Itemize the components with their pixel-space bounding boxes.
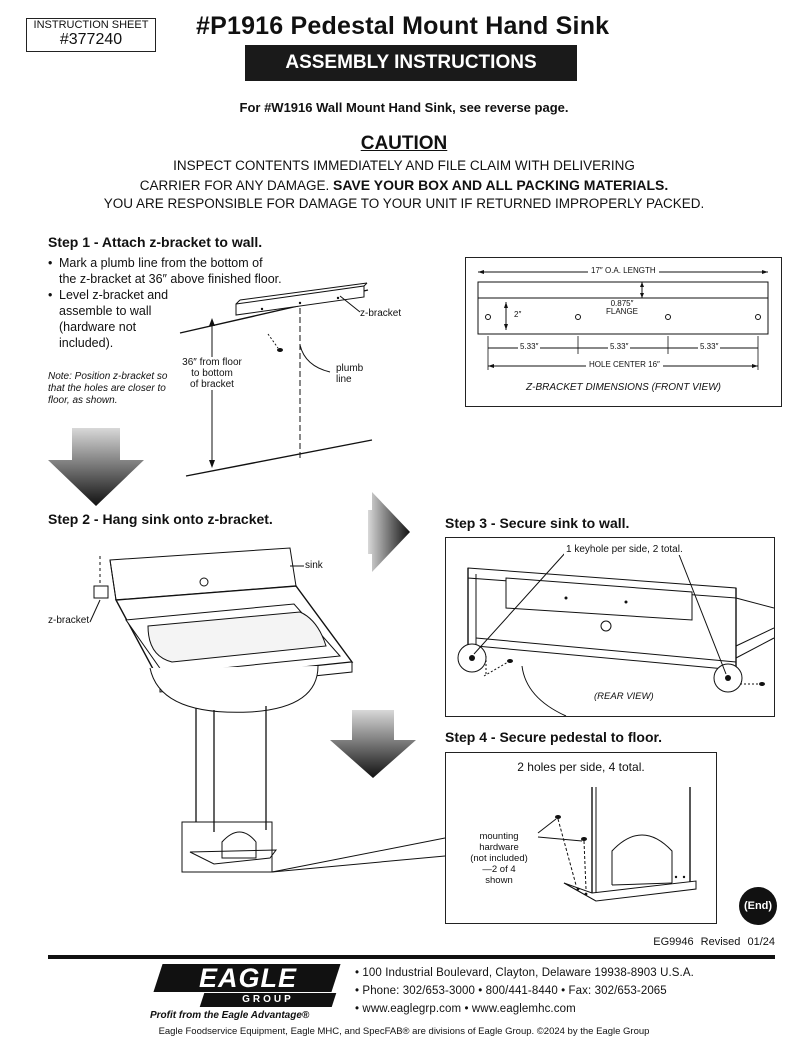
step4-hw-5: shown bbox=[485, 875, 513, 886]
arrow-down-2 bbox=[330, 710, 416, 778]
page-title: #P1916 Pedestal Mount Hand Sink bbox=[196, 12, 610, 40]
tagline: Profit from the Eagle Advantage® bbox=[150, 1010, 310, 1021]
reverse-page-note: For #W1916 Wall Mount Hand Sink, see rev… bbox=[239, 100, 569, 115]
logo-group: GROUP bbox=[242, 994, 294, 1005]
dim-seg-3: 5.33″ bbox=[698, 342, 721, 351]
dim-seg-2: 5.33″ bbox=[608, 342, 631, 351]
step1-plumb-label-2: line bbox=[336, 374, 352, 385]
step4-hardware-label: mounting hardware (not included) —2 of 4… bbox=[460, 831, 538, 886]
contact-web: • www.eaglegrp.com • www.eaglemhc.com bbox=[355, 1003, 576, 1015]
step4-hw-4: —2 of 4 bbox=[482, 864, 516, 875]
step4-hw-1: mounting bbox=[479, 831, 519, 842]
caution-line-2-bold: SAVE YOUR BOX AND ALL PACKING MATERIALS. bbox=[333, 177, 669, 193]
instruction-sheet-label: INSTRUCTION SHEET bbox=[33, 19, 149, 31]
dim-flange-1: 0.875″ bbox=[610, 299, 634, 308]
dim-flange-2: FLANGE bbox=[606, 307, 639, 316]
arrow-down-1 bbox=[48, 428, 144, 506]
step3-heading: Step 3 - Secure sink to wall. bbox=[445, 515, 630, 531]
step4-pedestal-drawing bbox=[537, 787, 697, 902]
dim-hole-center: HOLE CENTER 16″ bbox=[586, 360, 663, 369]
contact-phone: • Phone: 302/653-3000 • 800/441-8440 • F… bbox=[355, 985, 667, 997]
step4-detail-box: 2 holes per side, 4 total. mounting hard… bbox=[445, 752, 717, 924]
dim-seg-1: 5.33″ bbox=[518, 342, 541, 351]
footer-rule bbox=[48, 955, 775, 959]
instruction-sheet-number: #377240 bbox=[59, 31, 123, 48]
step2-sink-label: sink bbox=[305, 560, 323, 571]
caution-line-1: INSPECT CONTENTS IMMEDIATELY AND FILE CL… bbox=[173, 158, 635, 173]
contact-address: • 100 Industrial Boulevard, Clayton, Del… bbox=[355, 967, 694, 979]
step4-hw-3: (not included) bbox=[470, 853, 528, 864]
step1-bullet-1: Mark a plumb line from the bottom of the… bbox=[48, 255, 283, 287]
dim-overall: 17″ O.A. LENGTH bbox=[588, 266, 659, 275]
step1-note: Note: Position z-bracket so that the hol… bbox=[48, 371, 168, 406]
end-badge: (End) bbox=[739, 887, 777, 925]
step1-plumb-label-1: plumb bbox=[336, 363, 364, 374]
document-code: EG9946 bbox=[653, 936, 694, 948]
step1-height-label-2: to bottom bbox=[191, 368, 233, 379]
logo-word: EAGLE bbox=[198, 963, 297, 993]
dim-flange: 0.875″ FLANGE bbox=[606, 300, 638, 316]
step1-height-label-1: 36″ from floor bbox=[182, 357, 242, 368]
caution-line-2-plain: CARRIER FOR ANY DAMAGE. bbox=[139, 178, 334, 193]
caution-heading: CAUTION bbox=[360, 133, 448, 154]
document-id: EG9946 Revised 01/24 bbox=[653, 936, 775, 948]
step3-keyhole-label: 1 keyhole per side, 2 total. bbox=[564, 544, 685, 555]
zbracket-dimensions-box: 17″ O.A. LENGTH 0.875″ FLANGE 2″ 5.33″ 5… bbox=[465, 257, 782, 407]
arrow-right bbox=[368, 492, 410, 572]
eagle-logo: EAGLE GROUP bbox=[152, 963, 342, 1010]
instruction-sheet-box: INSTRUCTION SHEET #377240 bbox=[26, 18, 156, 52]
dim-height: 2″ bbox=[514, 310, 522, 319]
step2-heading: Step 2 - Hang sink onto z-bracket. bbox=[48, 511, 273, 527]
dim-caption: Z-BRACKET DIMENSIONS (FRONT VIEW) bbox=[526, 382, 721, 393]
step4-hw-2: hardware bbox=[479, 842, 519, 853]
step3-rear-view-box: 1 keyhole per side, 2 total. (REAR VIEW) bbox=[445, 537, 775, 717]
step1-plumb-label: plumb line bbox=[336, 363, 363, 385]
step1-bullets: Mark a plumb line from the bottom of the… bbox=[48, 255, 283, 351]
step1-height-label-3: of bracket bbox=[190, 379, 234, 390]
step4-holes-label: 2 holes per side, 4 total. bbox=[517, 760, 645, 774]
zbracket-dimension-drawing bbox=[477, 270, 769, 370]
step1-bullet-2: Level z-bracket and assemble to wall (ha… bbox=[48, 287, 177, 351]
caution-line-2: CARRIER FOR ANY DAMAGE. SAVE YOUR BOX AN… bbox=[0, 177, 808, 193]
assembly-banner: ASSEMBLY INSTRUCTIONS bbox=[245, 45, 577, 81]
caution-line-3: YOU ARE RESPONSIBLE FOR DAMAGE TO YOUR U… bbox=[103, 196, 705, 211]
divisions-note: Eagle Foodservice Equipment, Eagle MHC, … bbox=[158, 1026, 650, 1037]
step4-heading: Step 4 - Secure pedestal to floor. bbox=[445, 729, 663, 745]
revision-date: Revised 01/24 bbox=[700, 936, 775, 948]
step1-heading: Step 1 - Attach z-bracket to wall. bbox=[48, 234, 263, 250]
step1-height-label: 36″ from floor to bottom of bracket bbox=[176, 357, 248, 390]
step3-caption: (REAR VIEW) bbox=[594, 691, 654, 702]
step3-rear-view-drawing bbox=[457, 551, 774, 716]
step1-zbracket-label: z-bracket bbox=[360, 308, 402, 319]
step2-zbracket-label: z-bracket bbox=[48, 615, 90, 626]
